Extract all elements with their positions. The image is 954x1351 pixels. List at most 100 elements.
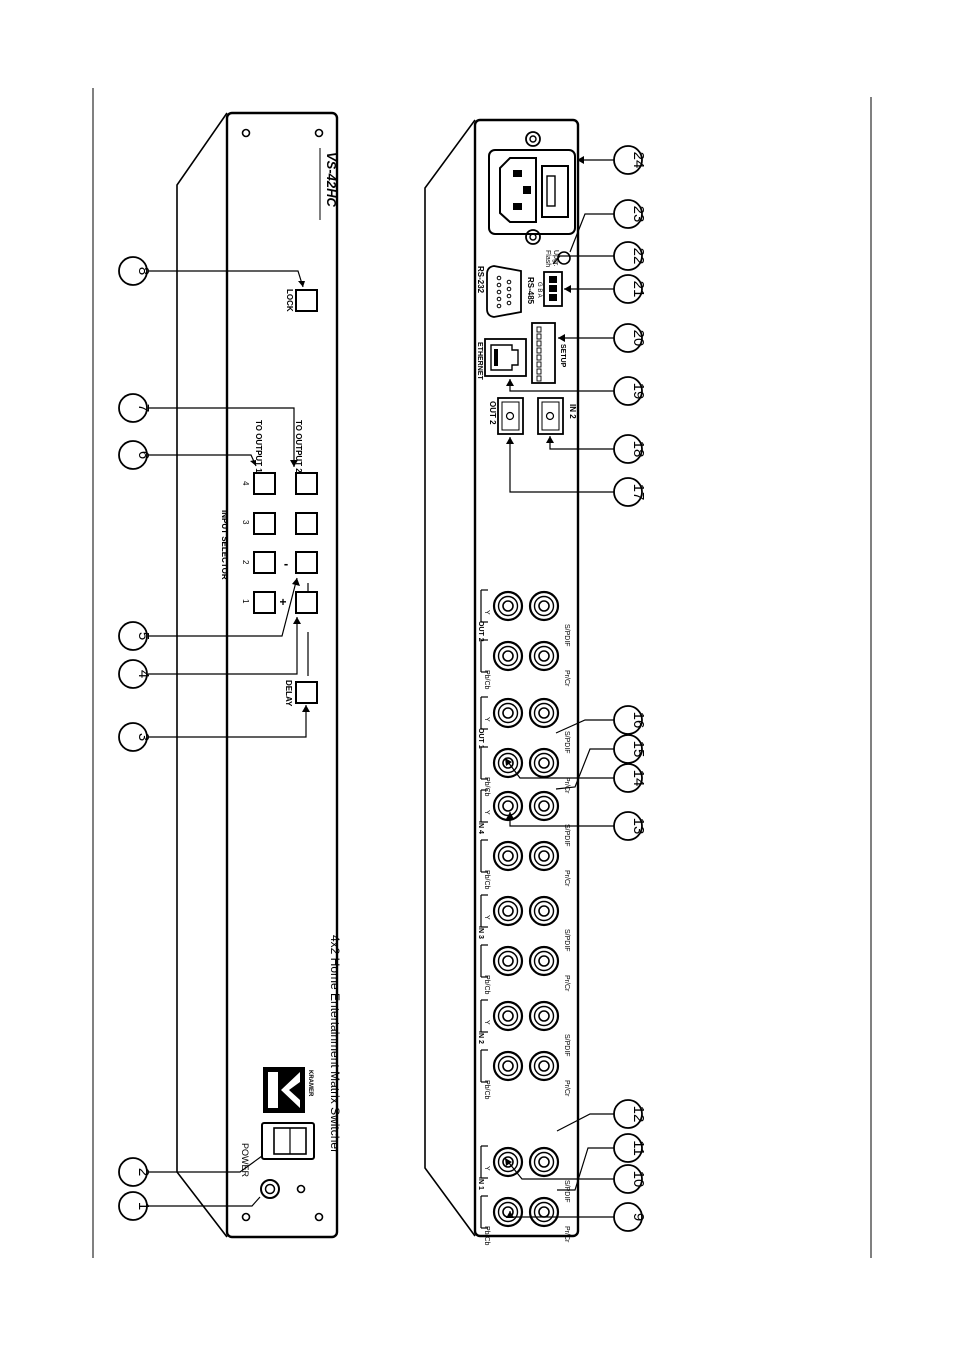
connector-label: S/PDIF xyxy=(563,824,570,847)
rca-connector[interactable] xyxy=(528,1000,560,1032)
connector-label: Y xyxy=(483,610,490,615)
callout-number: 16 xyxy=(630,712,647,729)
input-selector-label: INPUT SELECTOR xyxy=(220,510,229,580)
connector-label: Pr/Cr xyxy=(563,1226,570,1243)
upgrade-label: Upgr. xyxy=(552,250,559,267)
rca-connector[interactable] xyxy=(528,590,560,622)
rca-connector[interactable] xyxy=(492,697,524,729)
rca-connector[interactable] xyxy=(492,945,524,977)
out1-input1-button[interactable] xyxy=(253,591,276,614)
out2-input2-button[interactable] xyxy=(295,551,318,574)
connector-label: Y xyxy=(483,1020,490,1025)
rca-connector[interactable] xyxy=(492,1050,524,1082)
rca-connector[interactable] xyxy=(528,840,560,872)
power-inlet xyxy=(488,131,576,245)
rear-panel-depth xyxy=(424,119,476,1237)
callout-arrowheads xyxy=(250,156,584,1218)
out1-input4-button[interactable] xyxy=(253,472,276,495)
group-label: OUT 1 xyxy=(477,728,484,749)
rca-connector[interactable] xyxy=(492,840,524,872)
connector-label: Pr/Cr xyxy=(563,975,570,992)
connector-label: Y xyxy=(483,915,490,920)
screw-hole xyxy=(529,135,537,143)
rca-connector[interactable] xyxy=(528,640,560,672)
rca-connector[interactable] xyxy=(528,1146,560,1178)
callout-number: 21 xyxy=(630,281,647,298)
callout-5: 5 xyxy=(118,621,152,651)
out2-input3-button[interactable] xyxy=(295,512,318,535)
screw-hole xyxy=(241,128,251,138)
connector-label: Pb/Cb xyxy=(483,670,490,690)
kramer-logo: KRAMER xyxy=(263,1067,313,1113)
connector-label: Pr/Cr xyxy=(563,670,570,687)
power-led xyxy=(264,1183,276,1195)
callout-number: 7 xyxy=(135,404,152,412)
rca-connector[interactable] xyxy=(528,895,560,927)
rca-connector[interactable] xyxy=(528,790,560,822)
callout-12: 12 xyxy=(613,1099,647,1129)
connector-label: Pb/Cb xyxy=(483,777,490,797)
rca-connector[interactable] xyxy=(492,640,524,672)
rca-connector[interactable] xyxy=(492,895,524,927)
screw-hole xyxy=(529,233,537,241)
screw-hole xyxy=(314,128,324,138)
rca-connector[interactable] xyxy=(528,697,560,729)
input-number-2: 2 xyxy=(241,560,250,565)
connector-label: S/PDIF xyxy=(563,731,570,754)
rca-connector[interactable] xyxy=(528,747,560,779)
callout-number: 4 xyxy=(135,670,152,678)
rca-connector[interactable] xyxy=(492,1000,524,1032)
power-led-ring xyxy=(260,1179,280,1199)
callout-number: 2 xyxy=(135,1168,152,1176)
to-output-1-label: TO OUTPUT 1 xyxy=(254,420,263,473)
out1-input3-button[interactable] xyxy=(253,512,276,535)
rca-connector[interactable] xyxy=(528,945,560,977)
to-output-2-label: TO OUTPUT 2 xyxy=(294,420,303,473)
rs232-pins xyxy=(496,275,512,309)
connector-label: Pr/Cr xyxy=(563,870,570,887)
out2-input1-button[interactable] xyxy=(295,591,318,614)
callout-number: 1 xyxy=(135,1202,152,1210)
out1-input2-button[interactable] xyxy=(253,551,276,574)
callout-number: 10 xyxy=(630,1171,647,1188)
lock-button[interactable] xyxy=(295,289,318,312)
rca-connector[interactable] xyxy=(528,1050,560,1082)
input-number-4: 4 xyxy=(241,481,250,486)
rca-connector[interactable] xyxy=(492,790,524,822)
screw-hole xyxy=(296,1184,306,1194)
callout-number: 15 xyxy=(630,741,647,758)
in2-connector-label: IN 2 xyxy=(568,404,577,419)
connector-label: Pr/Cr xyxy=(563,1080,570,1097)
connector-label: S/PDIF xyxy=(563,1034,570,1057)
connector-label: S/PDIF xyxy=(563,624,570,647)
ethernet-label: ETHERNET xyxy=(476,342,483,380)
connector-label: Pb/Cb xyxy=(483,975,490,995)
callout-11: 11 xyxy=(613,1133,647,1163)
delay-button[interactable] xyxy=(295,681,318,704)
callout-22: 22 xyxy=(613,241,647,271)
power-label: POWER xyxy=(240,1143,250,1178)
product-line-text: 4x2 Home Entertainment Matrix Switcher xyxy=(328,935,342,1153)
callout-8: 8 xyxy=(118,256,152,286)
out2-input4-button[interactable] xyxy=(295,472,318,495)
rs232-port[interactable] xyxy=(486,265,522,318)
setup-dip-switch[interactable] xyxy=(531,322,556,384)
screw-hole xyxy=(314,1212,324,1222)
callout-13: 13 xyxy=(613,811,647,841)
screw-hole xyxy=(241,1212,251,1222)
callout-14: 14 xyxy=(613,763,647,793)
rear-panel: Flash Upgr. RS-232 RS-485 G B A ETHERNET… xyxy=(424,118,580,1246)
callout-1: 1 xyxy=(118,1191,152,1221)
screw-hole xyxy=(525,131,541,147)
callout-3: 3 xyxy=(118,722,152,752)
rca-connector[interactable] xyxy=(492,590,524,622)
rca-connector[interactable] xyxy=(528,1196,560,1228)
callout-number: 19 xyxy=(630,383,647,400)
connector-label: S/PDIF xyxy=(563,929,570,952)
rca-connector[interactable] xyxy=(492,1196,524,1228)
connector-label: S/PDIF xyxy=(563,1180,570,1203)
